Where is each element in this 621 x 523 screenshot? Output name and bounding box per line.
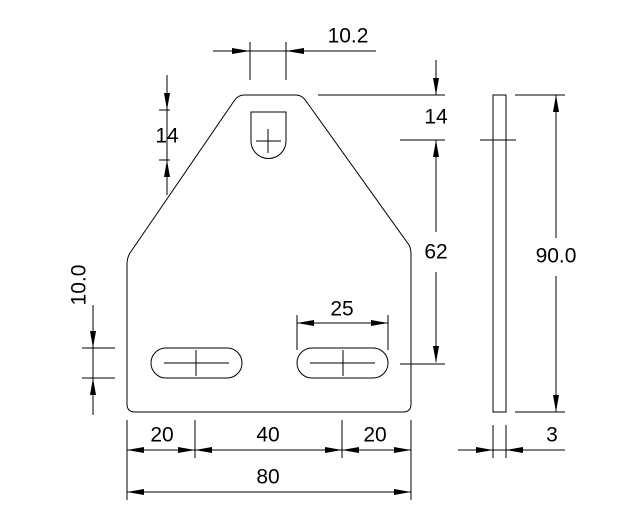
dim-slot-width: 10.2	[213, 25, 376, 80]
dim-slot-spacing: 40	[256, 424, 279, 447]
svg-text:10.2: 10.2	[328, 25, 369, 48]
dim-bottom-slot-offset: 10.0	[68, 265, 115, 415]
svg-text:90.0: 90.0	[536, 245, 577, 268]
dim-slot-to-slot-height: 62	[400, 140, 448, 365]
svg-text:62: 62	[424, 241, 447, 264]
dim-right-margin: 20	[363, 424, 386, 447]
left-slot	[150, 347, 243, 379]
right-slot	[296, 347, 389, 379]
top-slot-center-mark	[256, 129, 281, 153]
svg-text:80: 80	[256, 466, 279, 489]
dim-total-height: 90.0	[515, 94, 577, 413]
svg-text:14: 14	[424, 106, 448, 129]
dim-total-width: 80	[127, 466, 411, 495]
plate-outline	[126, 94, 412, 413]
dim-thickness: 3	[458, 424, 565, 458]
right-slot-center-mark	[310, 350, 375, 376]
svg-text:25: 25	[330, 298, 353, 321]
dim-top-slot-offset-left: 14	[155, 75, 179, 195]
dim-left-margin: 20	[150, 424, 173, 447]
svg-text:3: 3	[546, 424, 558, 447]
dim-top-slot-offset-right: 14	[318, 60, 448, 141]
side-view	[492, 94, 507, 413]
left-slot-center-mark	[164, 350, 229, 376]
dim-bottom-chain: 20 40 20	[126, 420, 412, 500]
svg-text:10.0: 10.0	[68, 265, 91, 306]
top-slot	[250, 111, 287, 159]
dim-slot-length: 25	[296, 298, 389, 350]
svg-text:14: 14	[155, 125, 179, 148]
